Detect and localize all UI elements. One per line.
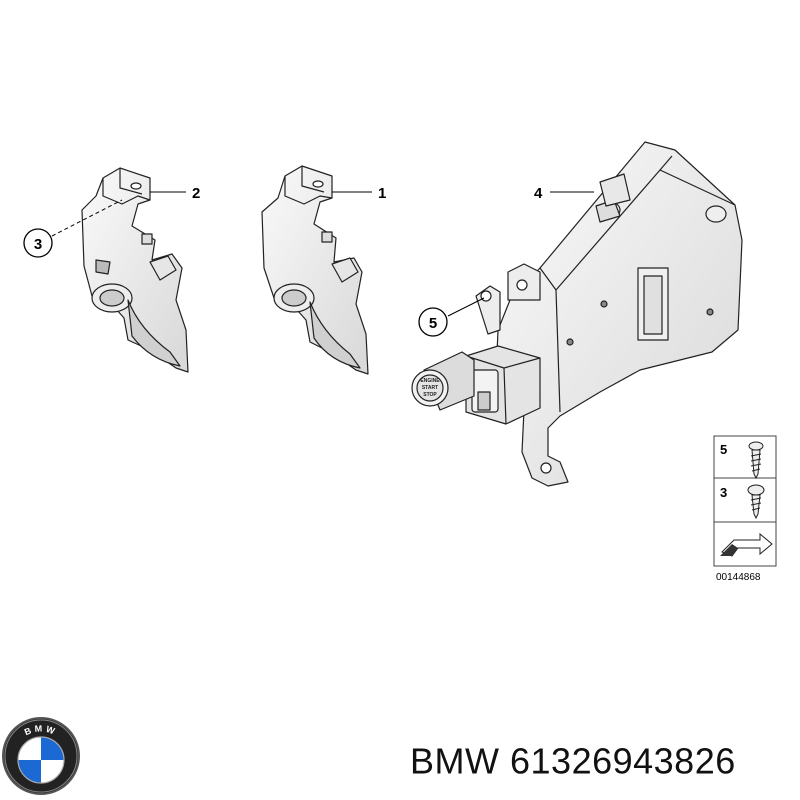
bmw-logo: BMW bbox=[2, 717, 80, 795]
engine-button-line-2: START bbox=[422, 385, 438, 391]
logo-lettering: BMW bbox=[23, 723, 56, 737]
part-2-bracket bbox=[81, 167, 189, 373]
callout-3: 3 bbox=[23, 199, 123, 258]
callout-1: 1 bbox=[332, 185, 386, 202]
legend-row-1-label: 5 bbox=[720, 442, 727, 457]
svg-text:BMW: BMW bbox=[23, 723, 59, 737]
callout-2: 2 bbox=[150, 185, 200, 202]
fastener-legend: 5 3 bbox=[713, 435, 777, 567]
svg-text:5: 5 bbox=[429, 315, 437, 332]
part-number: 61326943826 bbox=[510, 740, 736, 782]
callout-4: 4 bbox=[534, 185, 594, 202]
part-1-bracket bbox=[261, 165, 369, 375]
screw-5-icon bbox=[748, 441, 764, 480]
legend-row-2-label: 3 bbox=[720, 485, 727, 500]
svg-text:1: 1 bbox=[378, 185, 386, 202]
screw-3-icon bbox=[747, 484, 765, 520]
orientation-arrow-icon bbox=[720, 532, 773, 557]
brand-name: BMW bbox=[410, 740, 500, 782]
engine-button-line-1: ENGINE bbox=[420, 378, 440, 384]
drawing-reference-number: 00144868 bbox=[716, 572, 761, 583]
svg-text:2: 2 bbox=[192, 185, 200, 202]
svg-text:3: 3 bbox=[34, 236, 42, 253]
callout-5: 5 bbox=[418, 297, 485, 337]
engine-start-button-label: ENGINE START STOP bbox=[420, 378, 440, 398]
engine-button-line-3: STOP bbox=[423, 392, 437, 398]
part-4-module bbox=[411, 141, 743, 487]
svg-text:4: 4 bbox=[534, 185, 543, 202]
part-number-caption: BMW 61326943826 bbox=[410, 738, 790, 788]
